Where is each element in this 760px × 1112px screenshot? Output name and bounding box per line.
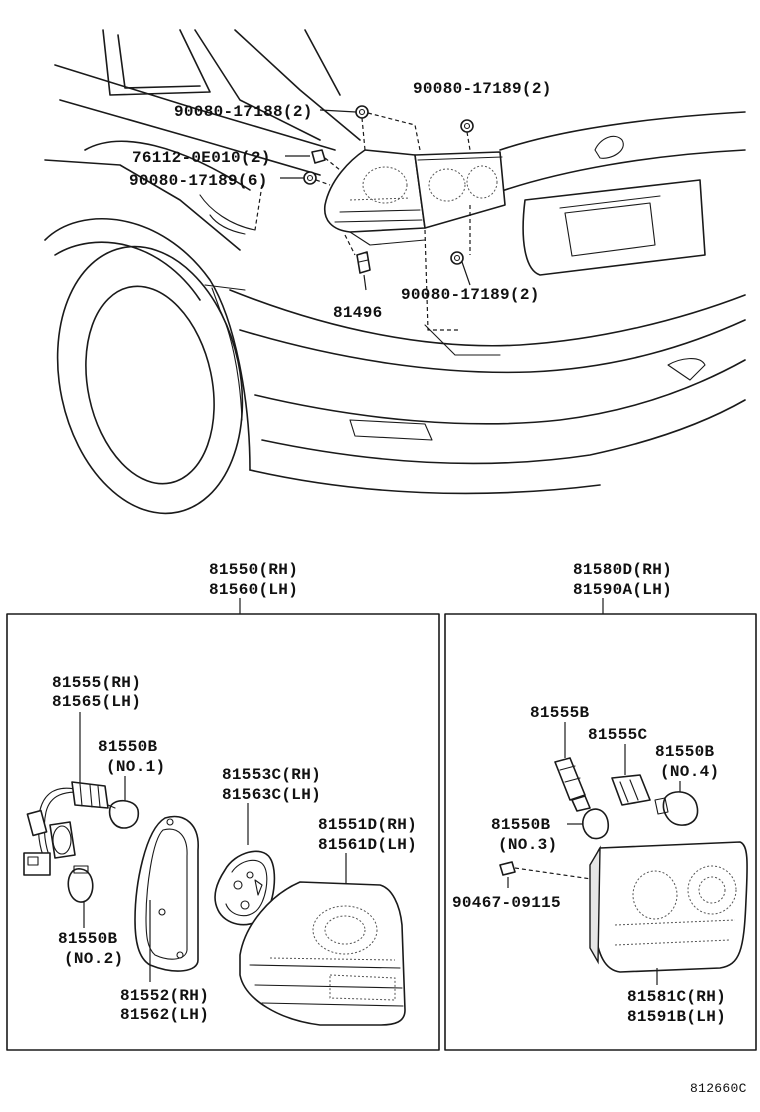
nut-icon	[355, 105, 369, 119]
vehicle-rear-illustration	[44, 29, 746, 515]
label-81553c-rh: 81553C(RH)	[222, 766, 321, 784]
right-group-title-lh: 81590A(LH)	[573, 581, 672, 599]
label-bulb-no1: 81550B	[98, 738, 158, 756]
callout-76112-0e010: 76112-0E010(2)	[132, 149, 271, 167]
diagram-code: 812660C	[690, 1081, 747, 1096]
gasket-icon	[134, 815, 199, 972]
left-group-frame	[6, 613, 440, 1051]
nut-icon	[450, 251, 464, 265]
left-group-title-rh: 81550(RH)	[209, 561, 298, 579]
label-81552-rh: 81552(RH)	[120, 987, 209, 1005]
socket-wire-assembly	[23, 781, 109, 876]
label-bulb-no3-note: (NO.3)	[498, 836, 557, 854]
callout-90080-17189-lower: 90080-17189(2)	[401, 286, 540, 304]
label-bulb-no4-note: (NO.4)	[660, 763, 719, 781]
bulb-no3-icon	[582, 808, 610, 840]
right-group-frame	[444, 613, 757, 1051]
nut-icon	[460, 119, 474, 133]
label-81555c: 81555C	[588, 726, 648, 744]
label-81581c-rh: 81581C(RH)	[627, 988, 726, 1006]
right-group-title-rh: 81580D(RH)	[573, 561, 672, 579]
clip-icon	[499, 861, 516, 876]
nut-icon	[303, 171, 317, 185]
callout-90080-17188: 90080-17188(2)	[174, 103, 313, 121]
label-81555b: 81555B	[530, 704, 590, 722]
label-81561d-lh: 81561D(LH)	[318, 836, 417, 854]
label-bulb-no2-note: (NO.2)	[64, 950, 123, 968]
label-81591b-lh: 81591B(LH)	[627, 1008, 726, 1026]
label-90467-09115: 90467-09115	[452, 894, 561, 912]
socket-c-icon	[611, 774, 651, 806]
left-group-title-lh: 81560(LH)	[209, 581, 298, 599]
label-81562-lh: 81562(LH)	[120, 1006, 209, 1024]
bulb-no2-icon	[67, 865, 94, 903]
label-81563c-lh: 81563C(LH)	[222, 786, 321, 804]
clip-icon	[311, 149, 326, 164]
label-bulb-no3: 81550B	[491, 816, 551, 834]
bulb-no1-icon	[107, 799, 140, 829]
inner-lens-icon	[589, 841, 748, 973]
label-bulb-no4: 81550B	[655, 743, 715, 761]
label-81551d-rh: 81551D(RH)	[318, 816, 417, 834]
label-81565-lh: 81565(LH)	[52, 693, 141, 711]
label-81555-rh: 81555(RH)	[52, 674, 141, 692]
callout-90080-17189-six: 90080-17189(6)	[129, 172, 268, 190]
outer-lens-icon	[239, 881, 406, 1026]
bulb-no4-icon	[654, 791, 699, 826]
socket-b-icon	[554, 757, 591, 812]
label-bulb-no1-note: (NO.1)	[106, 758, 165, 776]
callout-81496: 81496	[333, 304, 383, 322]
label-bulb-no2: 81550B	[58, 930, 118, 948]
callout-90080-17189-top: 90080-17189(2)	[413, 80, 552, 98]
bulb-socket-icon	[356, 251, 371, 274]
